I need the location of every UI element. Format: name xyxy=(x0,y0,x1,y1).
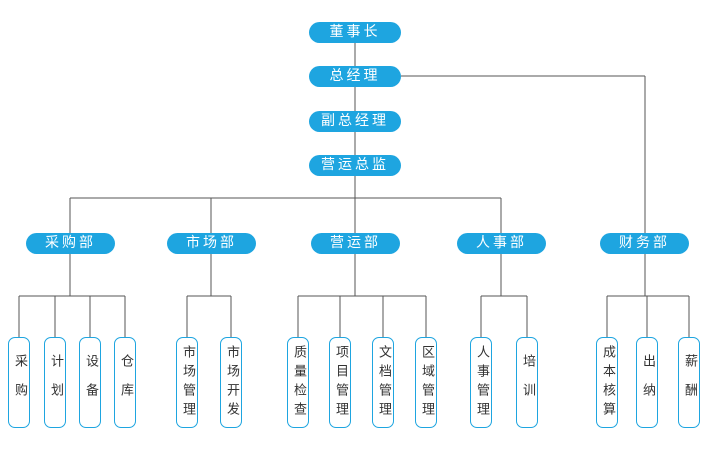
sub-finance-cost: 成本核算 xyxy=(596,337,618,428)
node-chairman: 董事长 xyxy=(309,22,401,43)
sub-procurement-planning: 计划 xyxy=(44,337,66,428)
sub-marketing-management: 市场管理 xyxy=(176,337,198,428)
sub-hr-training: 培训 xyxy=(516,337,538,428)
sub-operations-project: 项目管理 xyxy=(329,337,351,428)
sub-operations-quality: 质量检查 xyxy=(287,337,309,428)
dept-marketing: 市场部 xyxy=(167,233,256,254)
sub-procurement-warehouse: 仓库 xyxy=(114,337,136,428)
dept-finance: 财务部 xyxy=(600,233,689,254)
node-ops-director: 营运总监 xyxy=(309,155,401,176)
dept-procurement: 采购部 xyxy=(26,233,115,254)
sub-finance-cashier: 出纳 xyxy=(636,337,658,428)
sub-operations-documents: 文档管理 xyxy=(372,337,394,428)
sub-hr-personnel: 人事管理 xyxy=(470,337,492,428)
sub-finance-salary: 薪酬 xyxy=(678,337,700,428)
sub-procurement-equipment: 设备 xyxy=(79,337,101,428)
dept-hr: 人事部 xyxy=(457,233,546,254)
node-deputy-gm: 副总经理 xyxy=(309,111,401,132)
node-general-manager: 总经理 xyxy=(309,66,401,87)
sub-operations-region: 区域管理 xyxy=(415,337,437,428)
dept-operations: 营运部 xyxy=(311,233,400,254)
sub-marketing-development: 市场开发 xyxy=(220,337,242,428)
sub-procurement-purchase: 采购 xyxy=(8,337,30,428)
